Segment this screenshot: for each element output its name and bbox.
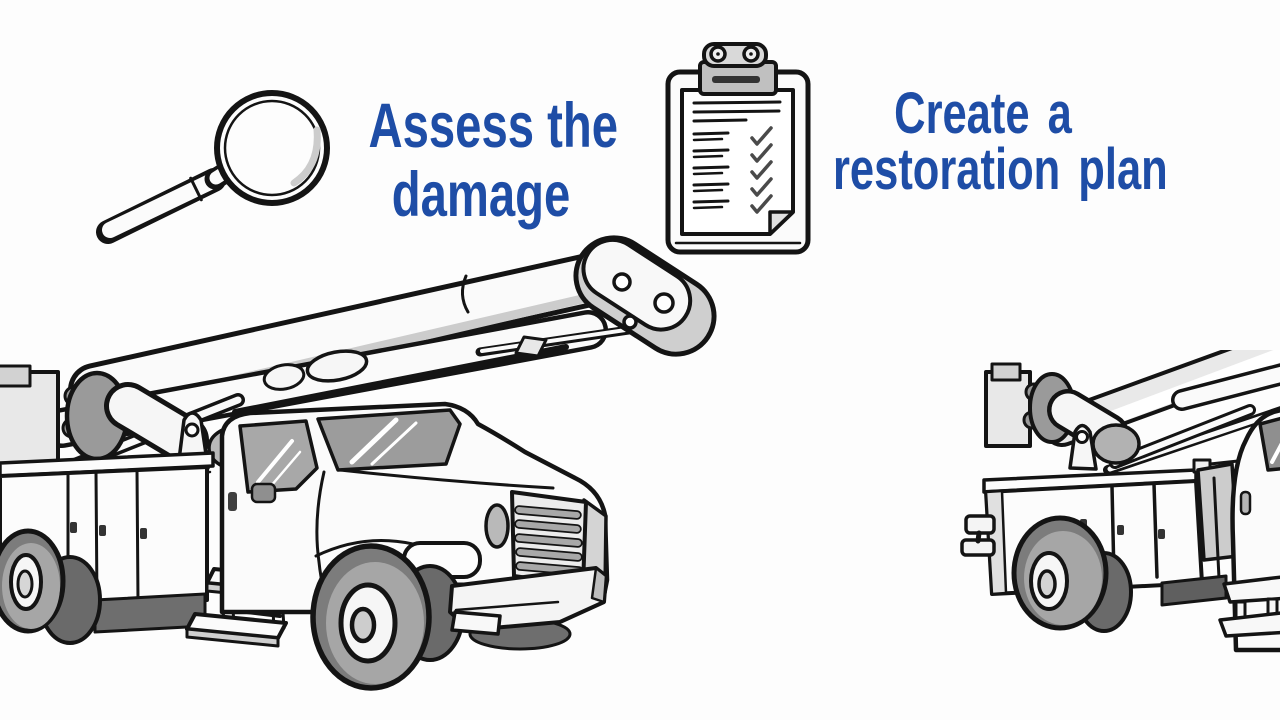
cab-step [1218, 575, 1280, 638]
rear-bumper [960, 514, 996, 557]
marker-light [484, 503, 510, 549]
rear-wheel [1011, 515, 1133, 633]
clipboard-checklist-rows [692, 126, 773, 214]
caption-assess-line1: Assess the [368, 91, 619, 161]
bucket-truck-left-illustration [0, 235, 720, 700]
windshield [316, 408, 462, 472]
front-bumper [448, 566, 608, 636]
rear-wheel [0, 528, 102, 645]
door-handle [228, 492, 237, 511]
clipboard-header-lines [692, 100, 782, 123]
caption-create-restoration-plan: Create a restoration plan [833, 81, 1168, 202]
boom-knuckle [573, 235, 717, 357]
caption-restore-line2: restoration plan [833, 137, 1168, 202]
truck-cab [219, 401, 610, 619]
door-handle [1239, 490, 1252, 516]
front-wheel [310, 543, 432, 691]
bucket-truck-right-illustration [960, 350, 1280, 700]
clipboard-checklist-icon [655, 30, 815, 260]
mirror [250, 482, 277, 504]
caption-assess-the-damage: Assess the damage [368, 91, 619, 230]
magnifying-glass-icon [85, 75, 350, 255]
caption-assess-line2: damage [391, 160, 571, 230]
boom-pedestal [984, 362, 1141, 471]
caption-restore-line1: Create a [894, 81, 1072, 146]
